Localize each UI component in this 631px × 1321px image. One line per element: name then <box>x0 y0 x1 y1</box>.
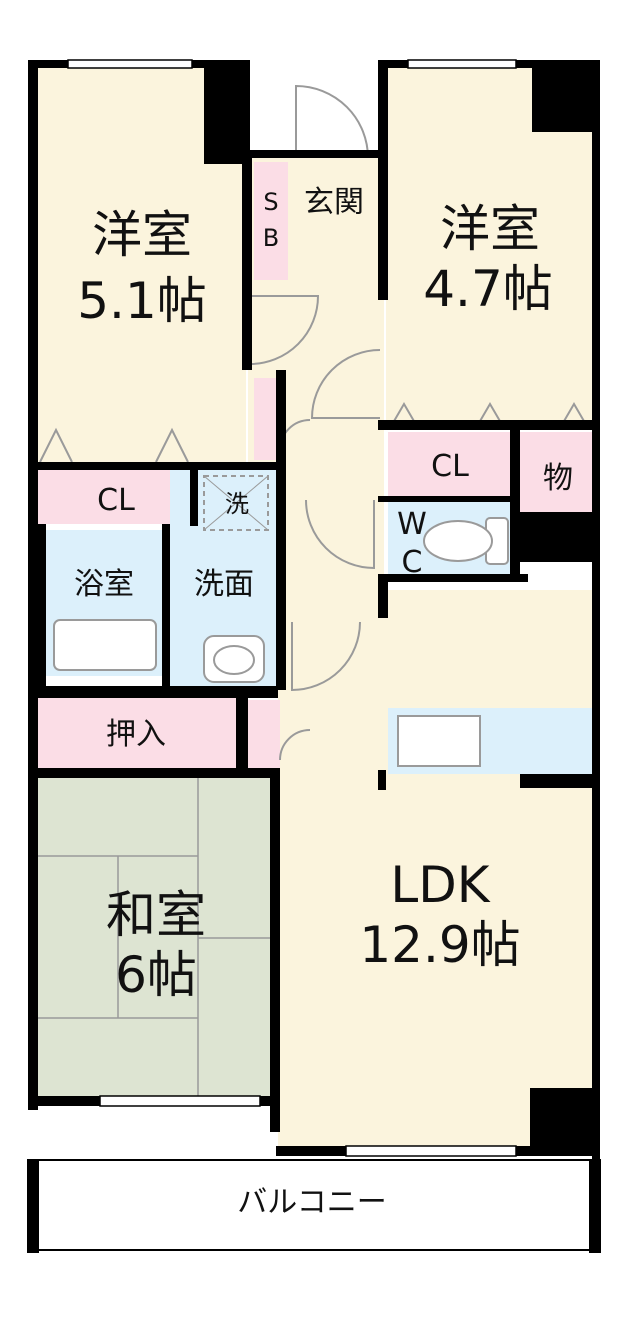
closet-right-label: CL <box>431 449 469 484</box>
balcony <box>27 1159 601 1253</box>
toilet-bowl-icon <box>423 520 493 562</box>
storage-label: 物 <box>543 461 573 496</box>
washer-label: 洗 <box>225 490 249 518</box>
japanese-room <box>38 778 276 1096</box>
western-right-name: 洋室 <box>440 200 540 258</box>
wc-w-label: W <box>397 507 427 542</box>
bathroom-label: 浴室 <box>74 567 134 602</box>
closet-left <box>38 470 194 524</box>
oshiire-closet <box>38 698 236 770</box>
ldk-name: LDK <box>390 856 490 914</box>
windows <box>67 59 517 1157</box>
washer-space-icon <box>203 475 269 531</box>
western-left-size: 5.1帖 <box>77 272 207 330</box>
western-left-name: 洋室 <box>92 206 192 264</box>
balcony-label: バルコニー <box>237 1185 386 1220</box>
entrance-label: 玄関 <box>304 185 364 220</box>
japanese-size: 6帖 <box>115 946 197 1004</box>
western-right-size: 4.7帖 <box>423 260 553 318</box>
storage-room <box>518 432 598 512</box>
kitchen-sink-icon <box>397 715 481 767</box>
ldk-room <box>278 590 598 1150</box>
shoe-box-b-label: B <box>263 224 279 252</box>
shoe-box-s-label: S <box>263 188 278 216</box>
hall-storage-2 <box>244 700 280 772</box>
ldk-size: 12.9帖 <box>359 916 520 974</box>
shoe-box <box>254 162 288 280</box>
tatami-lines <box>38 778 276 1096</box>
washroom-label: 洗面 <box>194 567 254 602</box>
sink-basin-icon <box>213 645 255 675</box>
closet-right <box>388 432 512 496</box>
closet-left-label: CL <box>97 483 135 518</box>
walls <box>28 60 600 1160</box>
bathtub-icon <box>53 619 157 671</box>
wc-c-label: C <box>402 545 423 580</box>
oshiire-label: 押入 <box>106 717 166 752</box>
washer-cross-icon-2 <box>203 475 269 531</box>
japanese-name: 和室 <box>106 886 206 944</box>
